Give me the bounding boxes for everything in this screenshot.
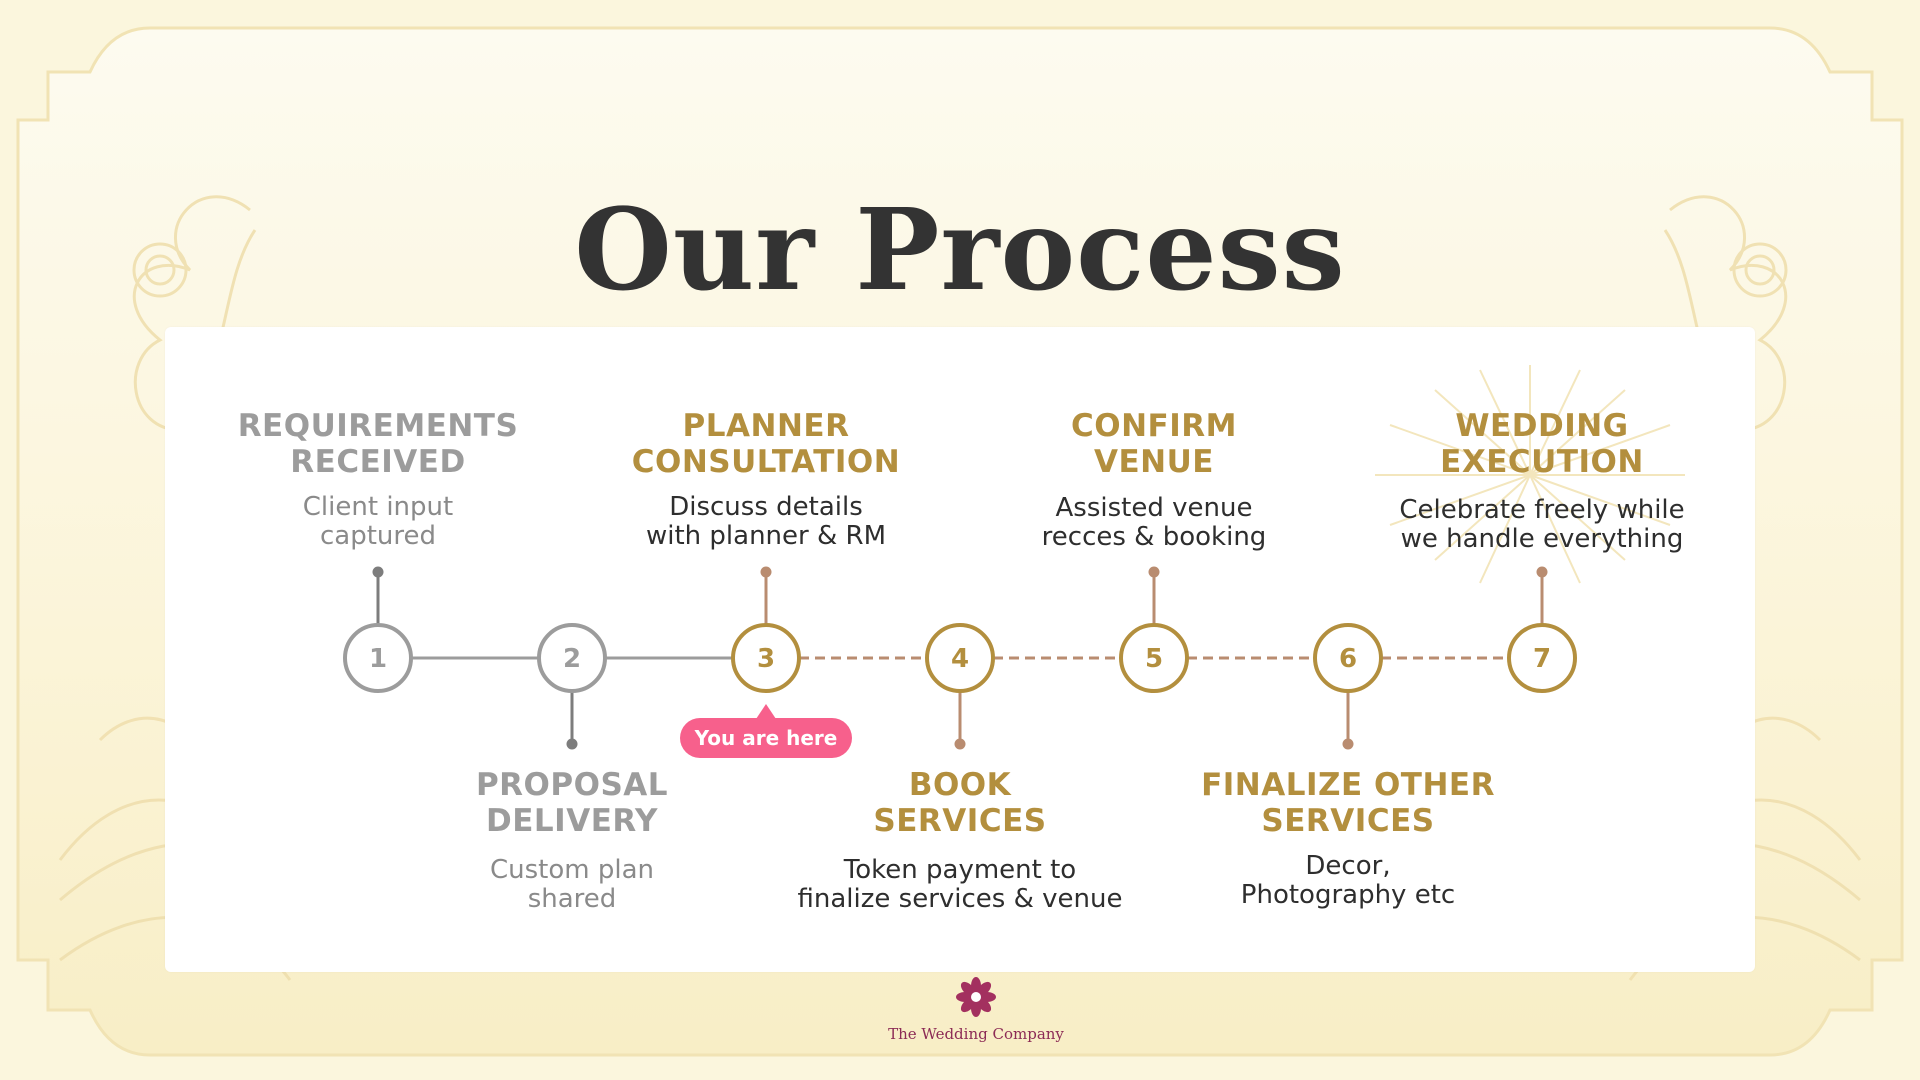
step-title: BOOK SERVICES <box>873 767 1047 839</box>
step-circle <box>537 623 607 693</box>
step-description: Discuss details with planner & RM <box>645 492 887 551</box>
step-title: PROPOSAL DELIVERY <box>475 767 669 839</box>
step-number: 5 <box>1145 644 1163 674</box>
flower-icon <box>956 977 996 1017</box>
step-title: FINALIZE OTHER SERVICES <box>1201 767 1495 839</box>
step-title: WEDDING EXECUTION <box>1440 408 1644 480</box>
step-title: REQUIREMENTS RECEIVED <box>237 408 519 480</box>
step-circle <box>925 623 995 693</box>
step-description: Assisted venue recces & booking <box>1041 493 1267 552</box>
step-description: Token payment to finalize services & ven… <box>797 855 1123 914</box>
step-dot <box>954 738 966 750</box>
step-dot <box>566 738 578 750</box>
step-circle <box>1119 623 1189 693</box>
step-description: Decor, Photography etc <box>1240 851 1456 910</box>
you-are-here-badge: You are here <box>680 718 852 758</box>
step-dot <box>1342 738 1354 750</box>
step-dot <box>1148 566 1160 578</box>
step-circle <box>1507 623 1577 693</box>
brand-name: The Wedding Company <box>888 1025 1064 1043</box>
step-number: 2 <box>563 644 581 674</box>
step-title: PLANNER CONSULTATION <box>631 408 901 480</box>
step-number: 7 <box>1533 644 1551 674</box>
sparkle-burst-icon <box>1375 365 1685 584</box>
step-description: Custom plan shared <box>489 855 654 914</box>
step-number: 3 <box>757 644 775 674</box>
step-dot <box>760 566 772 578</box>
step-dot <box>372 566 384 578</box>
step-circle <box>1313 623 1383 693</box>
step-title: CONFIRM VENUE <box>1071 408 1237 480</box>
step-number: 6 <box>1339 644 1357 674</box>
step-number: 1 <box>369 644 387 674</box>
marker-pointer <box>756 704 776 719</box>
step-circle <box>343 623 413 693</box>
page-title: Our Process <box>574 185 1346 317</box>
step-circle <box>731 623 801 693</box>
step-description: Celebrate freely while we handle everyth… <box>1399 495 1685 554</box>
step-number: 4 <box>951 644 969 674</box>
step-description: Client input captured <box>302 492 454 551</box>
step-dot <box>1536 566 1548 578</box>
